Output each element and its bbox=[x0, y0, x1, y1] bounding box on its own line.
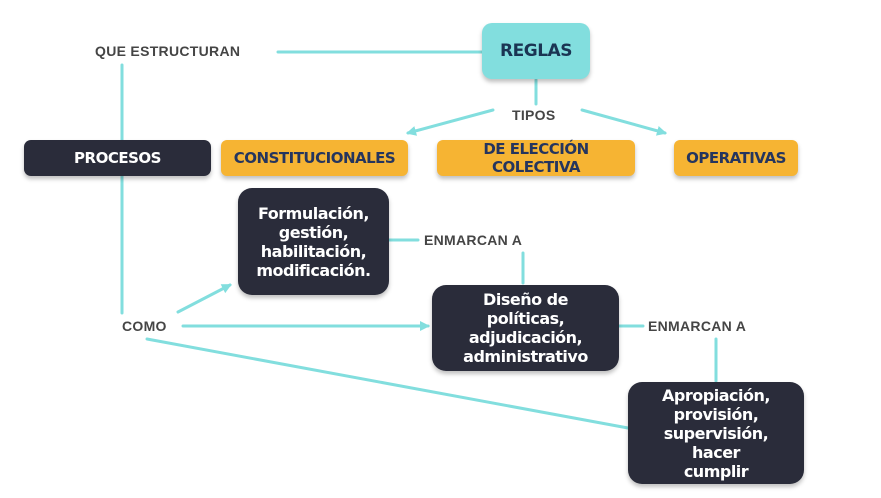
label-como: COMO bbox=[122, 318, 167, 334]
line-como-apropiacion bbox=[145, 337, 630, 430]
label-tipos: TIPOS bbox=[512, 107, 556, 123]
node-reglas: REGLAS bbox=[482, 23, 590, 79]
node-operativas: OPERATIVAS bbox=[674, 140, 798, 176]
arrow-tipos-operativas bbox=[580, 108, 667, 136]
node-apropiacion: Apropiación, provisión, supervisión, hac… bbox=[628, 382, 804, 484]
arrow-como-formulacion bbox=[176, 283, 232, 314]
node-eleccion-colectiva: DE ELECCIÓN COLECTIVA bbox=[437, 140, 635, 176]
node-formulacion: Formulación, gestión, habilitación, modi… bbox=[238, 188, 389, 295]
label-enmarcan-a-1: ENMARCAN A bbox=[424, 232, 523, 248]
node-diseno: Diseño de políticas, adjudicación, admin… bbox=[432, 285, 619, 371]
node-constitucionales: CONSTITUCIONALES bbox=[221, 140, 408, 176]
label-enmarcan-a-2: ENMARCAN A bbox=[648, 318, 747, 334]
node-procesos: PROCESOS bbox=[24, 140, 211, 176]
arrow-tipos-constitucionales bbox=[406, 108, 495, 136]
label-que-estructuran: QUE ESTRUCTURAN bbox=[95, 43, 241, 59]
